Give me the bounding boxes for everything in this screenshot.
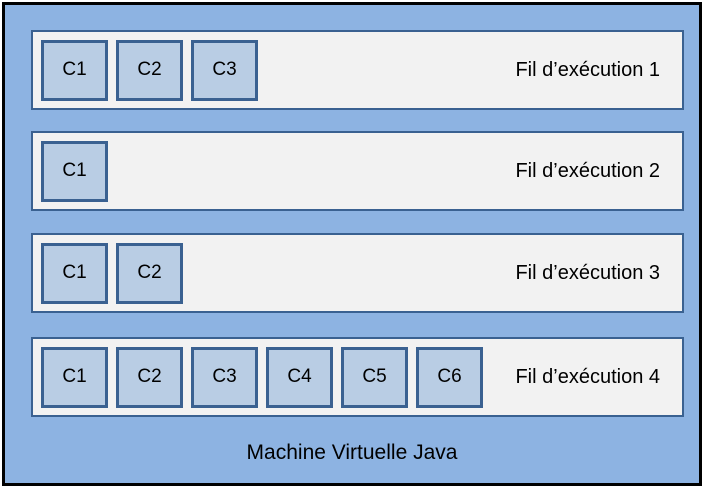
thread-row-4: C1 C2 C3 C4 C5 C6 Fil d’exécution 4 <box>31 337 684 417</box>
thread-row-2: C1 Fil d’exécution 2 <box>31 131 684 211</box>
frame-stack-1: C1 C2 C3 <box>41 39 515 101</box>
thread-label-4: Fil d’exécution 4 <box>515 365 660 388</box>
stack-frame: C1 <box>41 346 108 408</box>
stack-frame: C6 <box>416 346 483 408</box>
frame-stack-2: C1 <box>41 140 515 202</box>
thread-row-3: C1 C2 Fil d’exécution 3 <box>31 233 684 313</box>
stack-frame: C1 <box>41 140 108 202</box>
stack-frame: C4 <box>266 346 333 408</box>
thread-label-1: Fil d’exécution 1 <box>515 58 660 81</box>
stack-frame: C1 <box>41 39 108 101</box>
vm-title: Machine Virtuelle Java <box>246 441 458 464</box>
frame-stack-4: C1 C2 C3 C4 C5 C6 <box>41 346 515 408</box>
stack-frame: C3 <box>191 346 258 408</box>
frame-stack-3: C1 C2 <box>41 242 515 304</box>
thread-label-3: Fil d’exécution 3 <box>515 261 660 284</box>
stack-frame: C2 <box>116 242 183 304</box>
stack-frame: C5 <box>341 346 408 408</box>
stack-frame: C2 <box>116 346 183 408</box>
stack-frame: C1 <box>41 242 108 304</box>
jvm-container: C1 C2 C3 Fil d’exécution 1 C1 Fil d’exéc… <box>2 2 702 486</box>
stack-frame: C3 <box>191 39 258 101</box>
thread-label-2: Fil d’exécution 2 <box>515 159 660 182</box>
thread-row-1: C1 C2 C3 Fil d’exécution 1 <box>31 30 684 110</box>
stack-frame: C2 <box>116 39 183 101</box>
